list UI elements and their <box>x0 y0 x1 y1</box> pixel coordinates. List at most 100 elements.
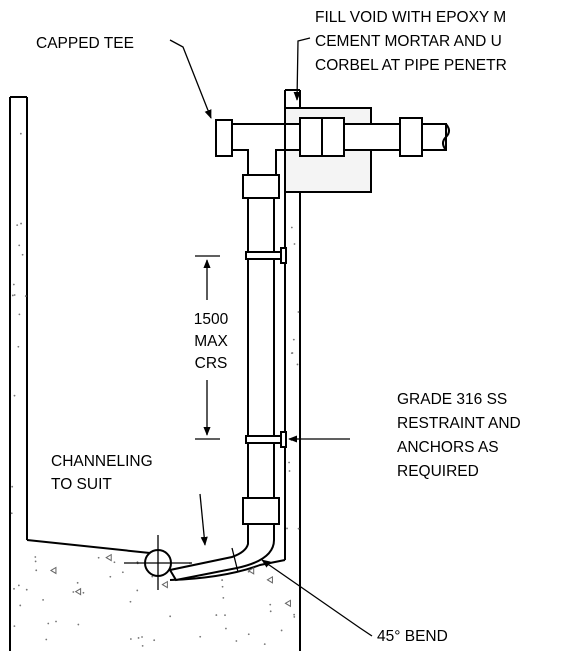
concrete-dot <box>121 571 124 574</box>
capped-tee <box>215 119 286 176</box>
concrete-dot <box>263 643 266 646</box>
pipe-coupling <box>399 117 423 157</box>
concrete-dot <box>113 561 116 564</box>
concrete-dot <box>169 615 172 618</box>
concrete-dot <box>109 575 112 578</box>
aggregate-mark <box>266 575 273 584</box>
concrete-dot <box>290 352 293 355</box>
concrete-dot <box>293 613 296 616</box>
pipe-collar-1 <box>299 117 323 157</box>
vertical-drop-pipe <box>242 174 287 525</box>
capped-tee-leader <box>169 39 212 119</box>
concrete-dot <box>136 589 139 592</box>
bend-label: 45° BEND <box>377 628 448 645</box>
concrete-dot <box>55 620 57 623</box>
fill-void-label-line-3: CORBEL AT PIPE PENETR <box>315 57 507 74</box>
concrete-dot <box>224 614 226 617</box>
aggregate-mark <box>74 587 82 596</box>
concrete-dot <box>290 226 293 229</box>
concrete-dot <box>11 485 14 488</box>
concrete-dot <box>20 222 22 225</box>
concrete-dot <box>221 579 224 581</box>
aggregate-mark <box>284 599 291 608</box>
aggregate-mark <box>247 566 255 575</box>
tee-cap <box>215 119 233 157</box>
channeling-label-line-1: CHANNELING <box>51 453 153 470</box>
concrete-dot <box>288 461 290 464</box>
concrete-dot <box>13 625 16 627</box>
concrete-dot <box>222 596 225 599</box>
annotation-labels: CAPPED TEE FILL VOID WITH EPOXY M CEMENT… <box>36 9 521 645</box>
restraint-label-line-3: ANCHORS AS <box>397 439 499 456</box>
fill-void-leader <box>293 37 311 101</box>
concrete-dot <box>247 570 250 573</box>
concrete-dot <box>293 616 296 618</box>
concrete-dot <box>280 629 283 632</box>
drop-pipe-barrel <box>247 197 275 499</box>
concrete-dot <box>82 591 85 594</box>
concrete-dot <box>11 294 14 297</box>
concrete-dot <box>72 591 75 593</box>
aggregate-mark <box>105 553 112 562</box>
anchor-lower <box>280 431 287 448</box>
concrete-dot <box>293 243 296 245</box>
concrete-dot <box>25 588 28 591</box>
concrete-dot <box>35 569 38 572</box>
concrete-dot <box>297 527 300 530</box>
concrete-dot <box>76 581 79 584</box>
leader-lines <box>169 37 373 637</box>
concrete-dot <box>129 638 132 640</box>
drop-pipe-socket-bottom <box>242 497 280 525</box>
concrete-dot <box>225 627 227 630</box>
concrete-dot <box>235 640 238 642</box>
concrete-dot <box>17 345 20 348</box>
spacing-dimension: 1500 MAX CRS <box>194 255 229 440</box>
concrete-dot <box>296 363 299 366</box>
concrete-dot <box>221 585 224 588</box>
concrete-dot <box>286 527 288 530</box>
concrete-dot <box>151 575 154 578</box>
concrete-dot <box>288 470 291 472</box>
channeling-label-line-2: TO SUIT <box>51 476 112 493</box>
anchor-upper <box>280 247 287 264</box>
concrete-dot <box>129 600 132 603</box>
tee-body <box>231 123 286 176</box>
concrete-dot <box>45 638 48 641</box>
concrete-dot <box>13 587 15 590</box>
concrete-dot <box>10 512 13 515</box>
pipe-break-line <box>442 123 450 151</box>
concrete-dot <box>137 637 140 639</box>
concrete-dot <box>47 622 50 625</box>
capped-tee-label: CAPPED TEE <box>36 35 134 52</box>
concrete-dot <box>199 635 202 638</box>
restraint-label-line-1: GRADE 316 SS <box>397 391 507 408</box>
bend-joint-line <box>231 547 239 573</box>
concrete-dot <box>12 283 15 286</box>
concrete-dot <box>21 253 24 256</box>
concrete-dot <box>24 295 27 297</box>
concrete-dot <box>34 556 37 558</box>
aggregate-mark <box>49 566 57 575</box>
concrete-dot <box>247 633 250 636</box>
aggregate-mark <box>161 580 168 589</box>
concrete-dot <box>77 623 80 626</box>
concrete-dot <box>153 639 156 642</box>
pipe-stub <box>421 123 447 151</box>
fill-void-label-line-2: CEMENT MORTAR AND U <box>315 33 502 50</box>
concrete-dot <box>297 311 300 313</box>
restraint-bracket-upper <box>245 251 286 260</box>
concrete-dot <box>16 224 19 227</box>
concrete-dot <box>18 244 21 247</box>
concrete-dot <box>19 132 22 135</box>
concrete-dot <box>141 636 143 638</box>
spacing-value: 1500 <box>194 311 229 328</box>
benching-slope-left <box>26 539 151 554</box>
concrete-dot <box>141 645 144 647</box>
concrete-dot <box>269 610 272 613</box>
bend-45-degree <box>168 523 275 582</box>
concrete-dot <box>97 556 100 559</box>
concrete-dot <box>19 604 22 607</box>
restraint-label-line-2: RESTRAINT AND <box>397 415 521 432</box>
channeling-leader <box>199 493 208 546</box>
